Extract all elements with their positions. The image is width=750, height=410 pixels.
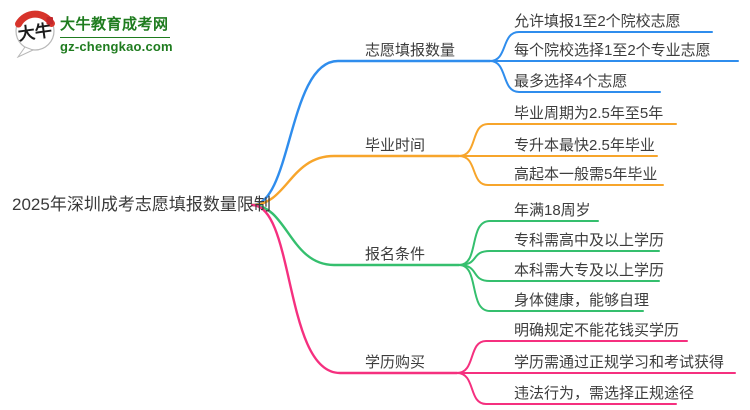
leaf-item: 专科需高中及以上学历 bbox=[514, 232, 665, 249]
leaf-item: 专升本最快2.5年毕业 bbox=[514, 137, 655, 154]
branch-4-leaf-3-line bbox=[456, 372, 677, 405]
leaf-item: 违法行为，需选择正规途径 bbox=[514, 385, 695, 402]
branch-3-trunk-line bbox=[250, 203, 461, 267]
branch-2-trunk-line bbox=[250, 154, 461, 207]
leaf-item: 允许填报1至2个院校志愿 bbox=[514, 13, 681, 30]
site-url: gz-chengkao.com bbox=[60, 39, 173, 54]
badge-text: 大牛 bbox=[17, 20, 53, 45]
branch-label-signup-conditions: 报名条件 bbox=[365, 246, 426, 263]
branch-1-leaf-3-line bbox=[489, 60, 661, 93]
leaf-item: 最多选择4个志愿 bbox=[514, 73, 628, 90]
brand-divider bbox=[60, 37, 170, 38]
leaf-item: 本科需大专及以上学历 bbox=[514, 262, 665, 279]
branch-4-leaf-1-line bbox=[456, 340, 688, 374]
branch-4-trunk-line bbox=[250, 203, 459, 375]
leaf-item: 高起本一般需5年毕业 bbox=[514, 166, 658, 183]
branch-1-trunk-line bbox=[250, 59, 492, 207]
branch-3-leaf-1-line bbox=[458, 220, 599, 266]
branch-2-leaf-3-line bbox=[458, 155, 664, 186]
branch-label-diploma-purchase: 学历购买 bbox=[365, 354, 426, 371]
branch-label-volunteer-count: 志愿填报数量 bbox=[365, 42, 456, 59]
branch-label-graduation-time: 毕业时间 bbox=[365, 137, 426, 154]
daniu-badge-icon: 大牛 bbox=[15, 10, 55, 58]
branch-2-leaf-1-line bbox=[458, 123, 677, 157]
central-topic: 2025年深圳成考志愿填报数量限制 bbox=[12, 195, 271, 214]
site-name: 大牛教育成考网 bbox=[60, 16, 169, 33]
leaf-item: 明确规定不能花钱买学历 bbox=[514, 322, 680, 339]
leaf-item: 每个院校选择1至2个专业志愿 bbox=[514, 42, 711, 59]
leaf-item: 毕业周期为2.5年至5年 bbox=[514, 105, 664, 122]
leaf-item: 学历需通过正规学习和考试获得 bbox=[514, 354, 725, 371]
leaf-item: 年满18周岁 bbox=[514, 202, 591, 219]
site-logo: 大牛 大牛教育成考网 gz-chengkao.com bbox=[12, 6, 182, 58]
branch-3-leaf-4-line bbox=[458, 264, 644, 312]
leaf-item: 身体健康，能够自理 bbox=[514, 292, 650, 309]
